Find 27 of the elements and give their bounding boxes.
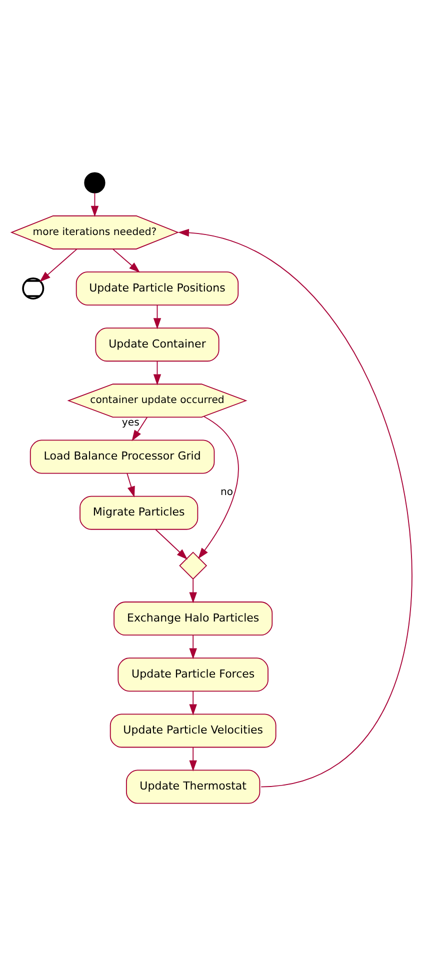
node-diamond <box>179 552 208 580</box>
arrow <box>153 304 162 330</box>
arrow <box>178 228 412 788</box>
node-circle <box>22 277 44 300</box>
node-box: Exchange Halo Particles <box>114 602 273 636</box>
node-box: Load Balance Processor Grid <box>30 440 215 474</box>
arrow <box>126 472 135 498</box>
arrow <box>155 529 188 560</box>
edge-label: no <box>220 486 234 498</box>
node-box: Update Particle Velocities <box>110 714 276 748</box>
node-box: Update Container <box>95 328 220 362</box>
node-box: Update Particle Forces <box>118 658 268 692</box>
arrow <box>198 416 239 559</box>
edge-label: yes <box>122 418 140 429</box>
arrow <box>153 360 162 386</box>
node-box: Update Thermostat <box>126 770 260 804</box>
arrow <box>132 416 148 442</box>
node-box: Update Particle Positions <box>76 272 239 306</box>
arrow <box>90 192 99 217</box>
arrow <box>189 578 197 604</box>
node-circle <box>84 172 106 194</box>
arrow <box>189 746 197 772</box>
arrow <box>189 690 197 716</box>
arrow <box>40 248 78 282</box>
arrow <box>189 634 197 660</box>
arrow <box>112 248 140 273</box>
node-box: Migrate Particles <box>80 496 198 530</box>
